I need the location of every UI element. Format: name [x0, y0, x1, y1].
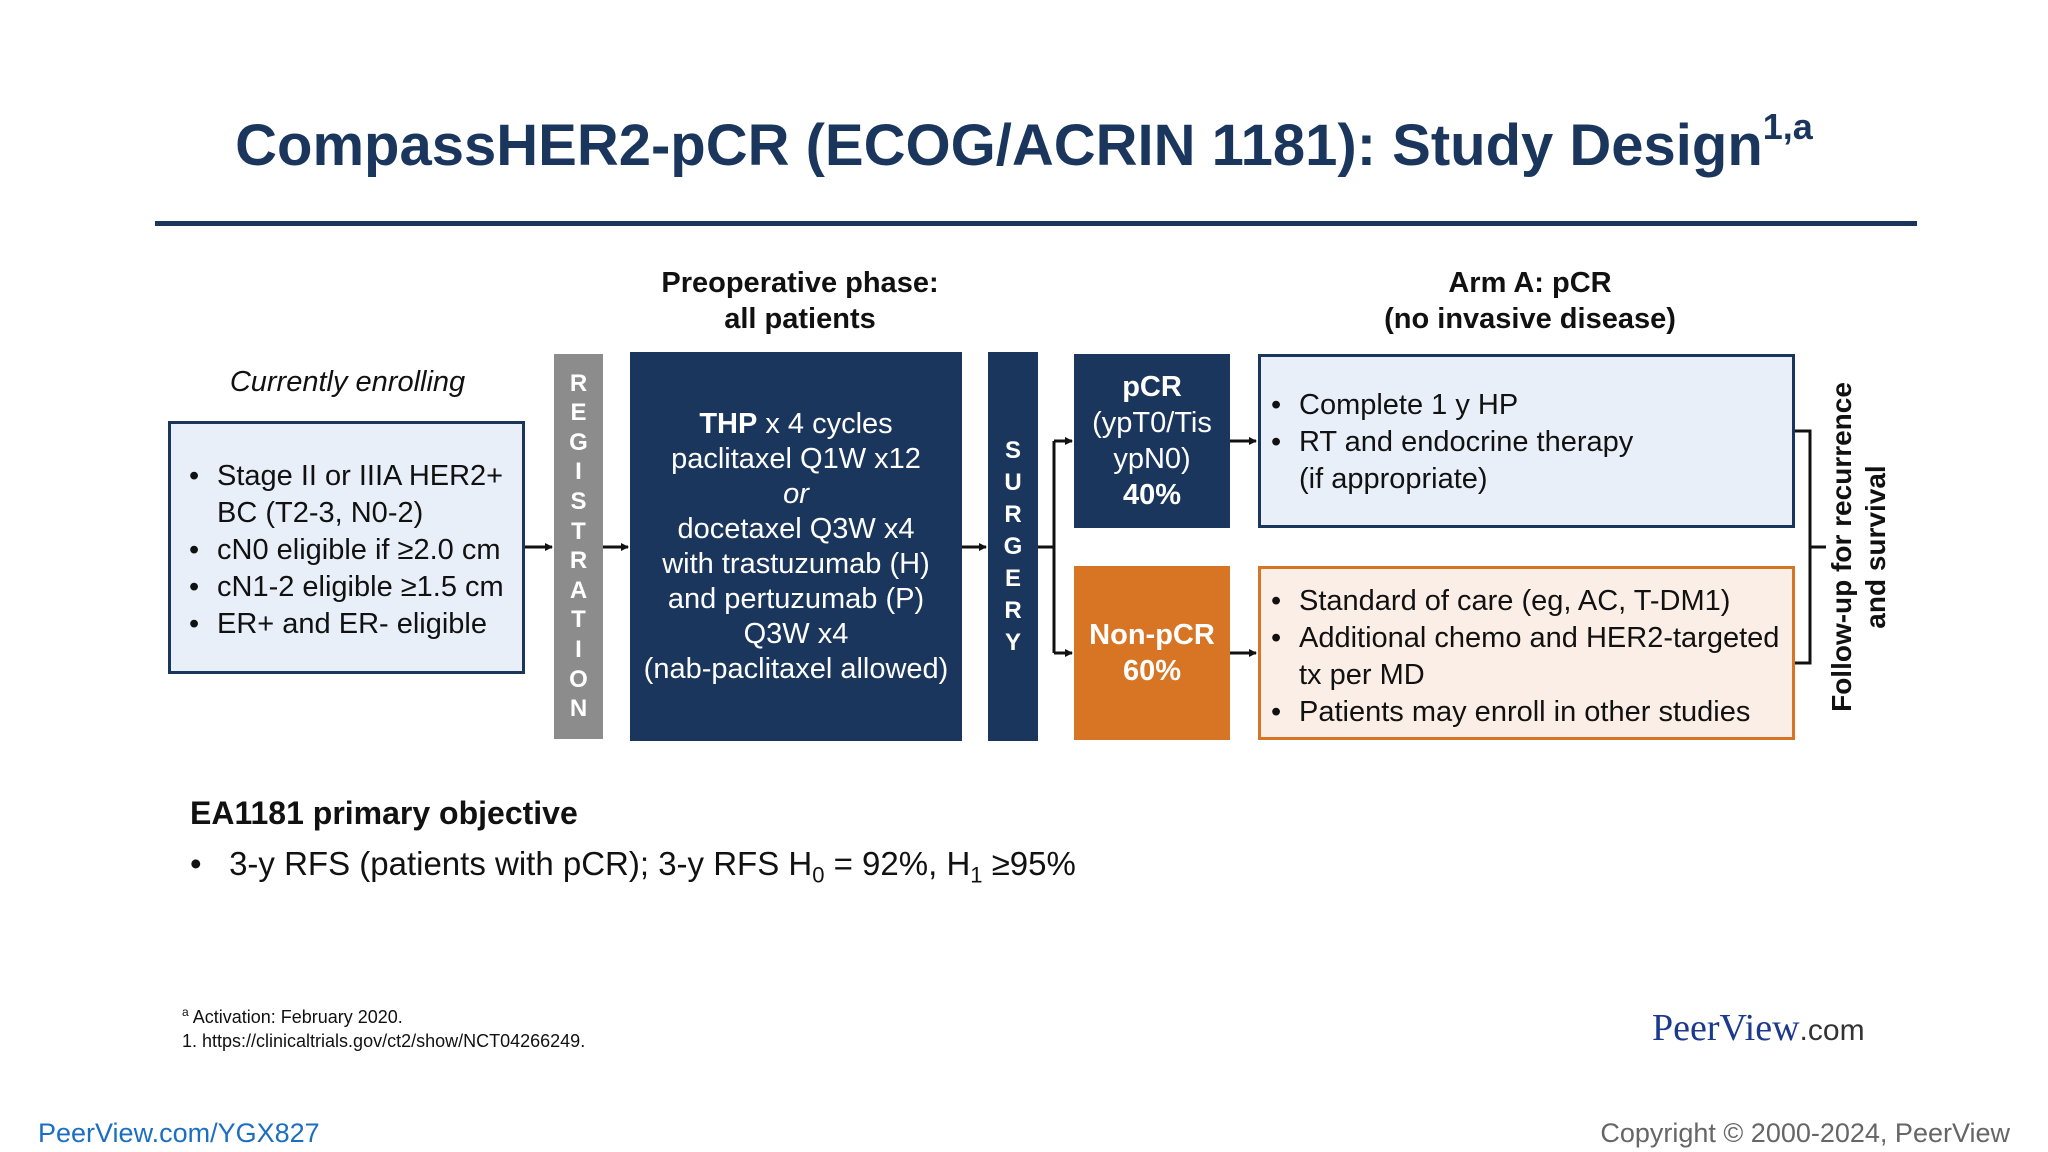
registration-letter: T	[571, 606, 586, 634]
follow-up-line-2: and survival	[1860, 465, 1892, 629]
arm-a-box: Complete 1 y HP RT and endocrine therapy…	[1258, 354, 1795, 528]
pcr-label: pCR	[1122, 371, 1182, 403]
arm-b-item: Standard of care (eg, AC, T-DM1)	[1271, 583, 1782, 620]
non-pcr-label: Non-pCR	[1089, 619, 1215, 651]
treatment-line: docetaxel Q3W x4	[677, 512, 915, 545]
logo-name: PeerView	[1652, 1007, 1800, 1049]
footnote-activation: a Activation: February 2020.	[182, 1000, 585, 1029]
arm-b-list: Standard of care (eg, AC, T-DM1) Additio…	[1271, 583, 1782, 731]
eligibility-item: cN0 eligible if ≥2.0 cm	[189, 532, 508, 569]
preop-phase-header: Preoperative phase: all patients	[620, 265, 980, 337]
arm-a-header-line-1: Arm A: pCR	[1448, 267, 1612, 299]
h1-subscript: 1	[970, 862, 983, 888]
title-superscript: 1,a	[1762, 106, 1813, 147]
arm-b-item: Additional chemo and HER2-targeted tx pe…	[1271, 620, 1782, 694]
eligibility-list: Stage II or IIIA HER2+ BC (T2-3, N0-2) c…	[189, 458, 508, 643]
preop-header-line-1: Preoperative phase:	[661, 267, 939, 299]
registration-letter: I	[575, 636, 582, 664]
treatment-line: paclitaxel Q1W x12	[671, 442, 921, 475]
non-pcr-box: Non-pCR 60%	[1074, 566, 1230, 740]
objective-text: = 92%, H	[824, 845, 971, 882]
registration-letter: S	[570, 488, 587, 516]
objective-text: ≥95%	[982, 845, 1076, 882]
registration-bar: R E G I S T R A T I O N	[554, 354, 603, 739]
registration-letter: E	[570, 399, 587, 427]
pcr-definition-line: ypN0)	[1113, 443, 1191, 475]
surgery-letter: E	[1004, 564, 1021, 592]
objective-bullet: • 3-y RFS (patients with pCR); 3-y RFS H…	[190, 845, 1076, 889]
currently-enrolling-label: Currently enrolling	[229, 366, 466, 398]
arm-a-item: Complete 1 y HP	[1271, 387, 1778, 424]
registration-letter: N	[569, 695, 588, 723]
registration-letter: G	[569, 428, 588, 456]
objective-title: EA1181 primary objective	[190, 795, 578, 831]
eligibility-item: ER+ and ER- eligible	[189, 606, 508, 643]
surgery-bar: S U R G E R Y	[988, 352, 1038, 741]
surgery-letter: Y	[1004, 628, 1021, 656]
treatment-line: and pertuzumab (P)	[667, 582, 925, 615]
eligibility-box: Stage II or IIIA HER2+ BC (T2-3, N0-2) c…	[168, 421, 525, 674]
footnote-reference: 1. https://clinicaltrials.gov/ct2/show/N…	[182, 1031, 586, 1051]
pcr-percent: 40%	[1122, 479, 1182, 511]
arm-a-item: RT and endocrine therapy (if appropriate…	[1271, 424, 1778, 498]
treatment-line: with trastuzumab (H)	[662, 547, 930, 580]
non-pcr-percent: 60%	[1122, 655, 1182, 687]
copyright-text: Copyright © 2000-2024, PeerView	[1600, 1118, 2010, 1148]
footnote-activation-text: Activation: February 2020.	[188, 1007, 403, 1027]
follow-up-line-1: Follow-up for recurrence	[1826, 382, 1858, 712]
peerview-link[interactable]: PeerView.com/YGX827	[38, 1118, 320, 1148]
logo-suffix: .com	[1799, 1014, 1865, 1047]
follow-up-text: Follow-up for recurrence and survival	[1825, 382, 1893, 712]
surgery-branch	[1038, 441, 1056, 653]
surgery-letter: R	[1004, 500, 1022, 528]
slide-title-text: CompassHER2-pCR (ECOG/ACRIN 1181): Study…	[235, 113, 1763, 178]
thp-line: THP x 4 cycles	[699, 407, 892, 442]
surgery-letter: G	[1003, 532, 1023, 560]
pcr-definition-line: (ypT0/Tis	[1092, 407, 1212, 439]
registration-letter: A	[569, 576, 588, 604]
follow-up-container: Follow-up for recurrence and survival	[1825, 366, 1893, 728]
surgery-letter: U	[1004, 468, 1022, 496]
footnote-marker: a	[182, 1005, 189, 1019]
arm-b-item: Patients may enroll in other studies	[1271, 694, 1782, 731]
surgery-letter: S	[1004, 436, 1021, 464]
arm-a-header: Arm A: pCR (no invasive disease)	[1330, 265, 1730, 337]
registration-letter: R	[569, 547, 588, 575]
eligibility-item: cN1-2 eligible ≥1.5 cm	[189, 569, 508, 606]
follow-up-bracket	[1795, 429, 1826, 665]
registration-letter: R	[569, 369, 588, 397]
h0-subscript: 0	[812, 862, 825, 888]
thp-bold: THP	[699, 407, 758, 440]
registration-letter: O	[569, 665, 588, 693]
slide-title: CompassHER2-pCR (ECOG/ACRIN 1181): Study…	[0, 106, 2048, 179]
treatment-or: or	[783, 477, 809, 510]
arm-a-list: Complete 1 y HP RT and endocrine therapy…	[1271, 387, 1778, 498]
peerview-logo: PeerView.com	[1652, 1006, 1865, 1050]
footnotes: a Activation: February 2020. 1. https://…	[182, 1000, 585, 1053]
objective-bullet-mark: •	[190, 845, 202, 882]
registration-letter: T	[571, 517, 586, 545]
surgery-letter: R	[1004, 596, 1022, 624]
objective-text: 3-y RFS (patients with pCR); 3-y RFS H	[229, 845, 813, 882]
treatment-box: THP x 4 cycles paclitaxel Q1W x12 or doc…	[630, 352, 962, 741]
arm-a-header-line-2: (no invasive disease)	[1384, 303, 1676, 335]
title-divider	[155, 221, 1917, 226]
treatment-line: Q3W x4	[743, 617, 849, 650]
pcr-box: pCR (ypT0/Tis ypN0) 40%	[1074, 354, 1230, 528]
registration-letter: I	[575, 458, 582, 486]
thp-rest: x 4 cycles	[757, 407, 893, 440]
preop-header-line-2: all patients	[724, 303, 876, 335]
eligibility-item: Stage II or IIIA HER2+ BC (T2-3, N0-2)	[189, 458, 508, 532]
treatment-line: (nab-paclitaxel allowed)	[643, 652, 949, 685]
arm-b-box: Standard of care (eg, AC, T-DM1) Additio…	[1258, 566, 1795, 740]
